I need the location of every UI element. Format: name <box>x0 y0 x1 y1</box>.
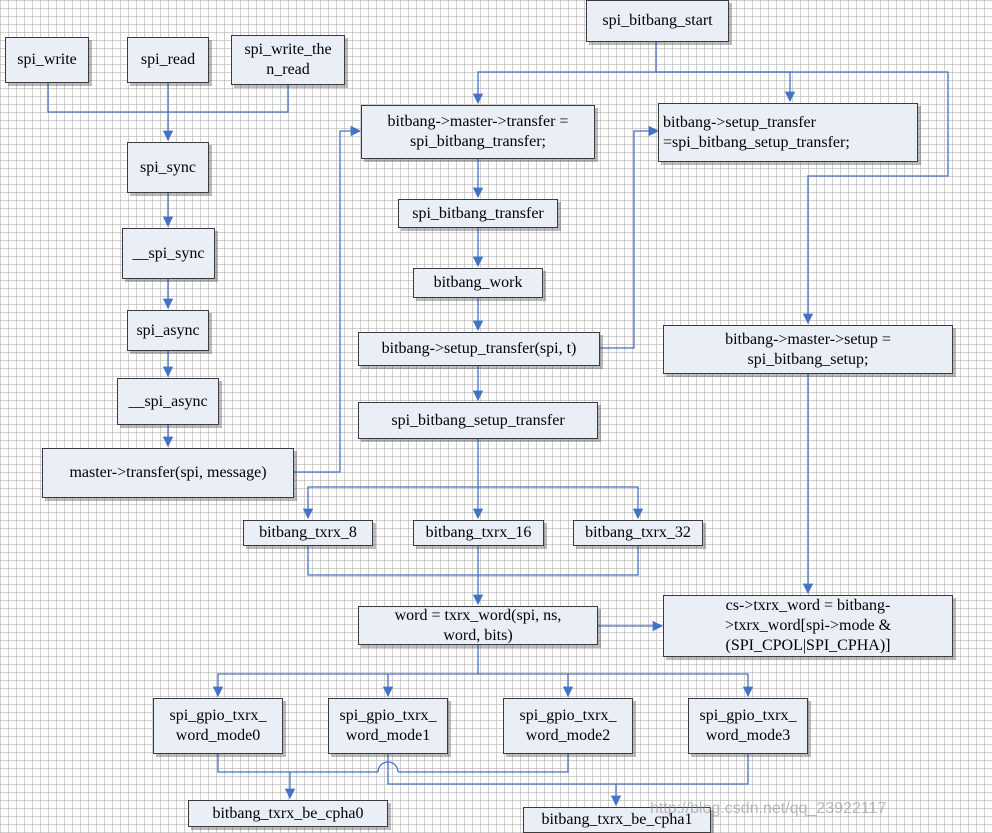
edge-start-to-setup-transfer <box>656 71 796 103</box>
node-__spi-async: __spi_async <box>117 378 219 425</box>
node-__spi-sync: __spi_sync <box>122 228 215 279</box>
node-bitbang-master-setup-assign: bitbang->master->setup = spi_bitbang_set… <box>663 325 953 374</box>
edge-word-to-mode3 <box>568 673 754 698</box>
edge-setup-transfer-to-txrx32 <box>478 486 644 520</box>
node-master-transfer: master->transfer(spi, message) <box>42 448 294 498</box>
edge-modes-to-cpha1 <box>387 754 749 805</box>
edge-modes-to-cpha0 <box>217 754 569 798</box>
node-spi-sync: spi_sync <box>127 142 209 193</box>
node-cs-txrx-word: cs->txrx_word = bitbang- >txrx_word[spi-… <box>663 595 953 657</box>
node-spi-gpio-txrx-word-mode1: spi_gpio_txrx_ word_mode1 <box>328 698 448 754</box>
node-bitbang-master-transfer-assign: bitbang->master->transfer = spi_bitbang_… <box>361 105 595 159</box>
node-word-txrx-word: word = txrx_word(spi, ns, word, bits) <box>358 606 598 645</box>
node-spi-bitbang-setup-transfer: spi_bitbang_setup_transfer <box>358 402 598 439</box>
node-bitbang-setup-transfer-call: bitbang->setup_transfer(spi, t) <box>358 332 600 366</box>
node-bitbang-txrx-16: bitbang_txrx_16 <box>413 520 544 546</box>
node-spi-async: spi_async <box>127 310 209 351</box>
node-bitbang-txrx-32: bitbang_txrx_32 <box>573 520 703 546</box>
node-bitbang-work: bitbang_work <box>413 268 543 298</box>
watermark-text: http://blog.csdn.net/qq_23922117 <box>650 800 887 817</box>
edge-master-transfer-to-bitbang-transfer <box>294 125 362 473</box>
node-spi-bitbang-transfer: spi_bitbang_transfer <box>398 199 558 228</box>
node-bitbang-setup-transfer-assign: bitbang->setup_transfer =spi_bitbang_set… <box>658 103 918 162</box>
edge-txrx-merge <box>307 546 639 576</box>
node-spi-bitbang-start: spi_bitbang_start <box>586 0 729 42</box>
edge-word-to-modes <box>212 645 479 698</box>
node-bitbang-txrx-be-cpha0: bitbang_txrx_be_cpha0 <box>188 800 388 827</box>
node-bitbang-txrx-be-cpha1: bitbang_txrx_be_cpha1 <box>523 807 711 833</box>
node-spi-write: spi_write <box>5 37 89 83</box>
edge-setup-call-to-assign <box>600 125 660 349</box>
node-spi-gpio-txrx-word-mode3: spi_gpio_txrx_ word_mode3 <box>688 698 808 754</box>
node-spi-gpio-txrx-word-mode2: spi_gpio_txrx_ word_mode2 <box>503 698 633 754</box>
node-spi-write-then-read: spi_write_the n_read <box>231 35 345 85</box>
edge-start-to-master-setup <box>656 71 949 325</box>
node-spi-read: spi_read <box>127 37 209 83</box>
node-bitbang-txrx-8: bitbang_txrx_8 <box>243 520 373 546</box>
edge-word-to-mode2 <box>478 673 574 698</box>
edge-setup-transfer-to-txrx8 <box>302 486 478 520</box>
node-spi-gpio-txrx-word-mode0: spi_gpio_txrx_ word_mode0 <box>153 698 283 754</box>
edge-start-split <box>472 42 657 105</box>
